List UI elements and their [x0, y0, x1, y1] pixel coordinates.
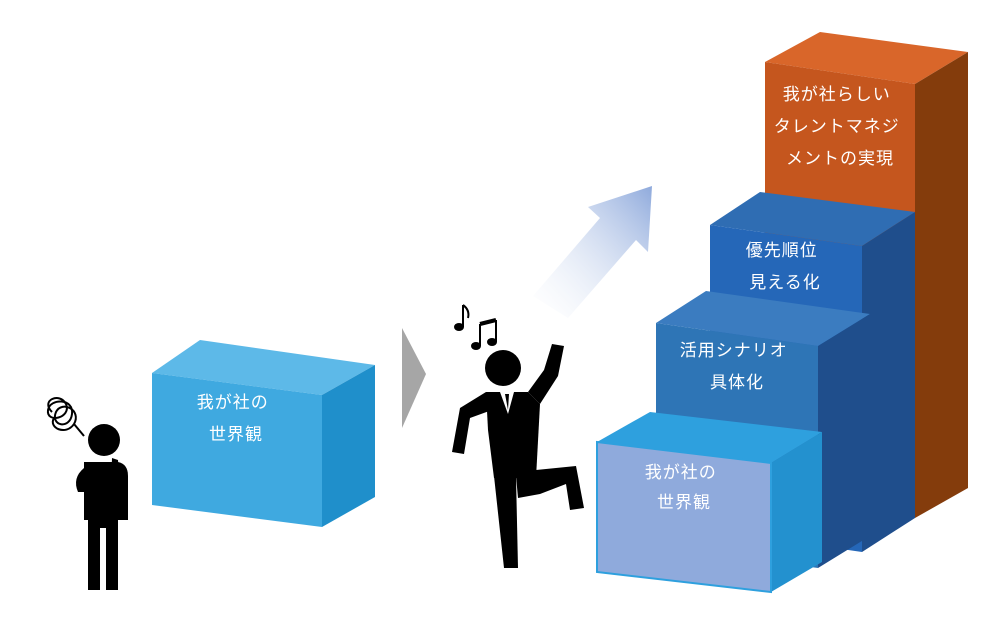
confused-person-figure: [76, 424, 128, 590]
step-1-label-line2: 世界観: [657, 493, 711, 513]
music-notes-icon: [454, 304, 497, 350]
chevron-arrow-icon: [402, 328, 426, 428]
step-1-worldview: 我が社の 世界観: [596, 412, 822, 594]
tangled-scribble-icon: [46, 397, 85, 437]
step-2-label-line2: 具体化: [710, 373, 764, 393]
svg-text:我が社らしい タレントマネジ メント: 我が社らしい タレントマネジ メントの実現: [774, 85, 906, 169]
step-4-label-line3: メントの実現: [786, 149, 894, 169]
happy-dancing-person-figure: [452, 344, 584, 568]
step-2-label-line1: 活用シナリオ: [680, 341, 788, 361]
svg-text:活用シナリオ 具体化: 活用シナリオ 具体化: [680, 341, 794, 393]
left-box-label-line1: 我が社の: [197, 393, 269, 413]
step-4-label-line1: 我が社らしい: [783, 85, 891, 105]
step-1-label-line1: 我が社の: [645, 463, 717, 483]
svg-text:我が社の 世界観: 我が社の 世界観: [645, 463, 723, 513]
step-3-label-line1: 優先順位: [746, 241, 818, 261]
step-3-label-line2: 見える化: [749, 273, 821, 293]
svg-text:我が社の 世界観: 我が社の 世界観: [197, 393, 275, 445]
left-box-label-line2: 世界観: [209, 425, 263, 445]
step-4-label-line2: タレントマネジ: [774, 117, 900, 137]
svg-text:優先順位 見える化: 優先順位 見える化: [746, 241, 824, 293]
diagonal-up-arrow-icon: [533, 186, 652, 318]
left-worldview-box: 我が社の 世界観: [152, 340, 375, 527]
